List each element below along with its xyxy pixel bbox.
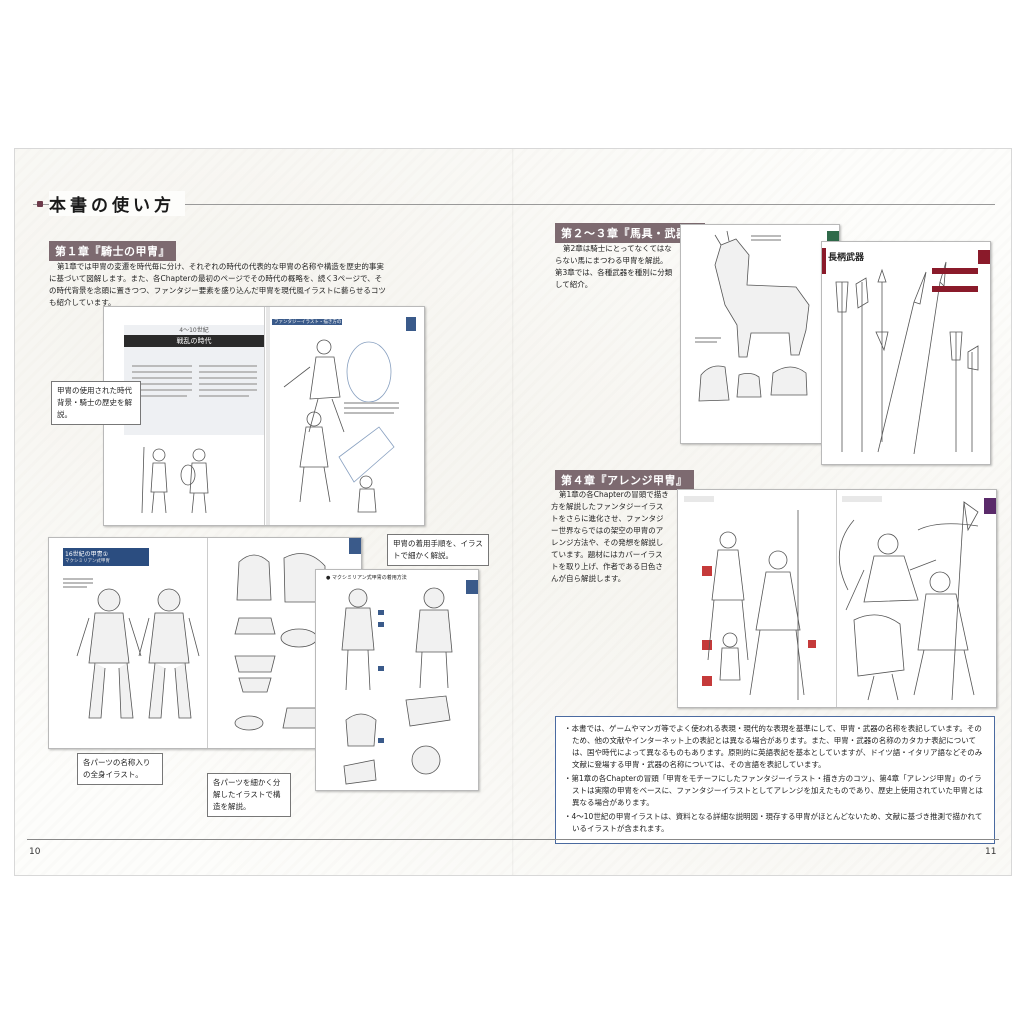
- callout-history: 甲冑の使用された時代背景・騎士の歴史を解説。: [51, 381, 141, 425]
- wearing-figures: [341, 587, 453, 785]
- chapter1-heading: 第１章『騎士の甲冑』: [49, 241, 176, 261]
- armored-horse: [698, 230, 810, 402]
- arrange-cover-illustration: [838, 501, 979, 701]
- polearm-weapons: [835, 261, 979, 455]
- armor-full-body: [76, 588, 200, 719]
- wearing-illustration: [341, 580, 478, 785]
- era-fantasy-knight: [283, 339, 395, 513]
- book-spread: 本書の使い方 第１章『騎士の甲冑』 第1章では甲冑の変遷を時代毎に分け、それぞれ…: [14, 148, 1012, 876]
- note-text-3: 4〜10世紀の甲冑イラストは、資料となる詳細な説明図・現存する甲冑がほとんどない…: [571, 812, 983, 833]
- page-number-left: 10: [29, 847, 41, 857]
- callout-parts-name: 各パーツの名称入りの全身イラスト。: [77, 753, 163, 785]
- callout-parts-detail: 各パーツを細かく分解したイラストで構造を解説。: [207, 773, 291, 817]
- armor16-heading: 16世紀の甲冑①: [65, 551, 109, 558]
- note-item: ・第1章の各Chapterの冒頭「甲冑をモチーフにしたファンタジーイラスト・描き…: [564, 774, 983, 807]
- callout-wearing: 甲冑の着用手順を、イラストで細かく解説。: [387, 534, 489, 566]
- era-spread-illustration: [124, 307, 416, 525]
- thumb-arrange-spread: [677, 489, 997, 708]
- thumb-armor16-spread: 16世紀の甲冑① マクシミリアン式甲冑: [48, 537, 362, 749]
- polearm-heading: 長柄武器: [828, 253, 865, 263]
- thumb-era-spread: 4〜10世紀 戦乱の時代 ファンタジーイラスト・描き方のコツ: [103, 306, 425, 526]
- era-soldiers: [141, 446, 209, 514]
- note-text-1: 本書では、ゲームやマンガ等でよく使われる表現・現代的な表現を基準にして、甲冑・武…: [571, 724, 983, 769]
- note-text-2: 第1章の各Chapterの冒頭「甲冑をモチーフにしたファンタジーイラスト・描き方…: [571, 774, 983, 807]
- polearm-illustration: [822, 248, 990, 455]
- era-label: 4〜10世紀: [179, 327, 209, 334]
- arrange-armor-illustration: [684, 490, 996, 707]
- page-gutter: [512, 149, 514, 875]
- chapter23-text: 第2章は騎士にとってなくてはならない馬にまつわる甲冑を解説。第3章では、各種武器…: [555, 244, 673, 289]
- armor16-sub: マクシミリアン式甲冑: [65, 559, 110, 564]
- wearing-heading: ● マクシミリアン式甲冑の着用方法: [326, 575, 407, 581]
- page-number-right: 11: [985, 847, 997, 857]
- page-title: 本書の使い方: [49, 191, 185, 216]
- footer-rule: [27, 839, 999, 840]
- chapter4-heading: 第４章『アレンジ甲冑』: [555, 470, 694, 490]
- arrange-sketches: [707, 510, 805, 700]
- title-marker: [37, 201, 43, 207]
- chapter1-text: 第1章では甲冑の変遷を時代毎に分け、それぞれの時代の代表的な甲冑の名称や構造を歴…: [49, 262, 386, 307]
- armor-parts: [234, 553, 326, 731]
- era-side-heading: ファンタジーイラスト・描き方のコツ: [274, 320, 351, 325]
- thumb-polearm-page: 長柄武器: [821, 241, 991, 465]
- armor16-illustration: [63, 538, 361, 748]
- note-item: ・本書では、ゲームやマンガ等でよく使われる表現・現代的な表現を基準にして、甲冑・…: [564, 724, 983, 769]
- chapter4-text: 第1章の各Chapterの冒頭で描き方を解説したファンタジーイラストをさらに進化…: [551, 490, 669, 583]
- horse-armor-illustration: [695, 230, 839, 402]
- note-item: ・4〜10世紀の甲冑イラストは、資料となる詳細な説明図・現存する甲冑がほとんどな…: [564, 812, 983, 833]
- thumb-wearing-page: ● マクシミリアン式甲冑の着用方法: [315, 569, 479, 791]
- thumb-horse-page: [680, 224, 840, 444]
- notes-box: ・本書では、ゲームやマンガ等でよく使われる表現・現代的な表現を基準にして、甲冑・…: [555, 716, 995, 844]
- era-title: 戦乱の時代: [176, 337, 212, 345]
- title-rule: [33, 204, 995, 205]
- chapter23-heading: 第２〜３章『馬具・武器』: [555, 223, 705, 243]
